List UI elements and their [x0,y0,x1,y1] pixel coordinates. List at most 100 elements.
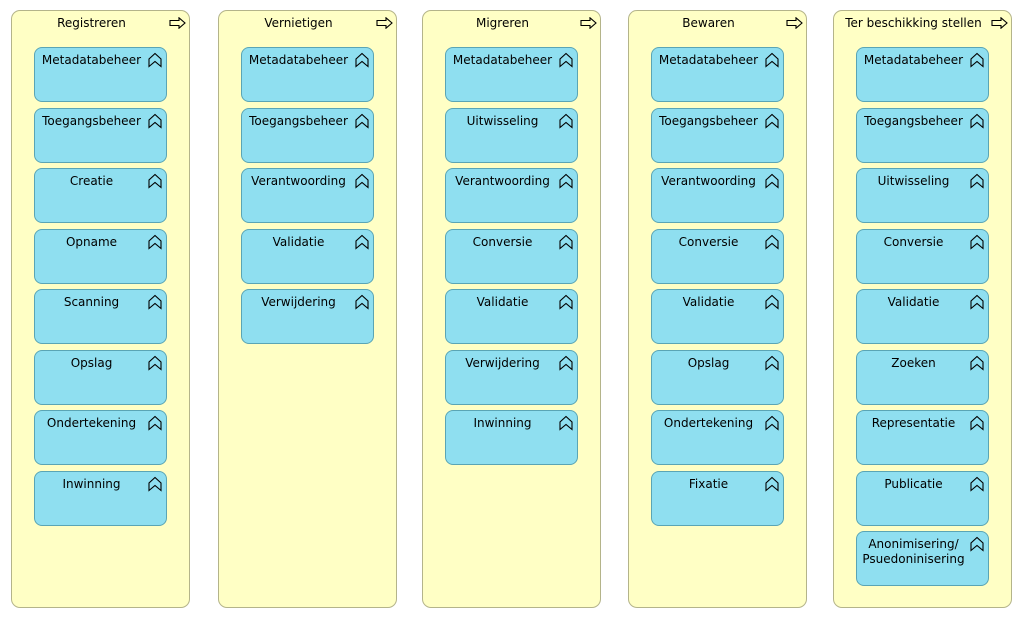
function-card[interactable]: Verwijdering [445,350,578,405]
function-card-label: Publicatie [884,477,943,491]
function-card-label: Metadatabeheer [658,53,759,67]
function-card[interactable]: Metadatabeheer [651,47,784,102]
function-card-label: Validatie [682,295,735,309]
function-card[interactable]: Inwinning [34,471,167,526]
function-card[interactable]: Uitwisseling [856,168,989,223]
function-card[interactable]: Validatie [651,289,784,344]
function-chevron-icon [559,415,573,431]
function-card-label: Verantwoording [661,174,756,188]
function-chevron-icon [148,234,162,250]
function-card-label: Metadatabeheer [248,53,349,67]
function-card[interactable]: Creatie [34,168,167,223]
process-arrow-icon [169,17,186,29]
function-chevron-icon [970,294,984,310]
function-card[interactable]: Metadatabeheer [856,47,989,102]
function-card[interactable]: Verantwoording [445,168,578,223]
function-card-label: Ondertekening [663,416,754,430]
function-chevron-icon [148,476,162,492]
function-card[interactable]: Opslag [651,350,784,405]
function-card[interactable]: Toegangsbeheer [651,108,784,163]
function-card-label: Creatie [69,174,114,188]
function-card-label: Uitwisseling [877,174,950,188]
function-card[interactable]: Validatie [856,289,989,344]
function-card[interactable]: Conversie [445,229,578,284]
function-card-label: Inwinning [62,477,121,491]
function-chevron-icon [765,415,779,431]
function-card-label: Toegangsbeheer [864,114,963,128]
function-card-label: Conversie [678,235,739,249]
process-arrow-icon [991,17,1008,29]
function-card-label: Representatie [871,416,956,430]
function-card[interactable]: Anonimisering/ Psuedoninisering [856,531,989,586]
function-card[interactable]: Validatie [241,229,374,284]
function-chevron-icon [765,173,779,189]
process-arrow-icon [786,17,803,29]
function-card[interactable]: Publicatie [856,471,989,526]
process-arrow-icon [580,17,597,29]
function-card-label: Verwijdering [465,356,540,370]
function-card[interactable]: Conversie [856,229,989,284]
function-card-label: Uitwisseling [466,114,539,128]
function-card-label: Opslag [70,356,113,370]
function-card-label: Metadatabeheer [863,53,964,67]
function-card[interactable]: Metadatabeheer [241,47,374,102]
function-chevron-icon [970,415,984,431]
function-card-label: Zoeken [891,356,936,370]
function-card-label: Validatie [272,235,325,249]
function-chevron-icon [355,234,369,250]
function-card-label: Scanning [63,295,120,309]
function-card[interactable]: Toegangsbeheer [34,108,167,163]
function-card-label: Inwinning [473,416,532,430]
function-card-label: Toegangsbeheer [42,114,141,128]
function-card[interactable]: Scanning [34,289,167,344]
function-card[interactable]: Conversie [651,229,784,284]
function-chevron-icon [148,415,162,431]
function-card[interactable]: Ondertekening [651,410,784,465]
function-chevron-icon [970,173,984,189]
function-card[interactable]: Validatie [445,289,578,344]
function-chevron-icon [559,173,573,189]
process-arrow-icon [376,17,393,29]
function-chevron-icon [970,113,984,129]
function-card[interactable]: Metadatabeheer [34,47,167,102]
column-title: Migreren [475,16,529,30]
function-chevron-icon [355,294,369,310]
function-card[interactable]: Uitwisseling [445,108,578,163]
function-card[interactable]: Toegangsbeheer [241,108,374,163]
function-chevron-icon [765,234,779,250]
column-title: Bewaren [682,16,735,30]
function-card[interactable]: Representatie [856,410,989,465]
function-chevron-icon [559,355,573,371]
function-chevron-icon [970,52,984,68]
function-chevron-icon [970,536,984,552]
function-chevron-icon [355,173,369,189]
function-card-label: Metadatabeheer [452,53,553,67]
function-card-label: Conversie [883,235,944,249]
function-card[interactable]: Ondertekening [34,410,167,465]
function-chevron-icon [148,294,162,310]
function-card[interactable]: Toegangsbeheer [856,108,989,163]
function-card-label: Validatie [887,295,940,309]
function-chevron-icon [765,355,779,371]
function-chevron-icon [765,294,779,310]
function-card[interactable]: Opname [34,229,167,284]
function-card-label: Validatie [476,295,529,309]
column-title: Ter beschikking stellen [845,16,982,30]
function-card[interactable]: Verwijdering [241,289,374,344]
function-card[interactable]: Verantwoording [651,168,784,223]
function-card[interactable]: Inwinning [445,410,578,465]
function-card[interactable]: Verantwoording [241,168,374,223]
function-card-label: Verantwoording [251,174,346,188]
function-card[interactable]: Zoeken [856,350,989,405]
function-card[interactable]: Metadatabeheer [445,47,578,102]
function-chevron-icon [559,113,573,129]
function-card[interactable]: Fixatie [651,471,784,526]
function-card-label: Ondertekening [46,416,137,430]
function-chevron-icon [970,355,984,371]
function-card[interactable]: Opslag [34,350,167,405]
